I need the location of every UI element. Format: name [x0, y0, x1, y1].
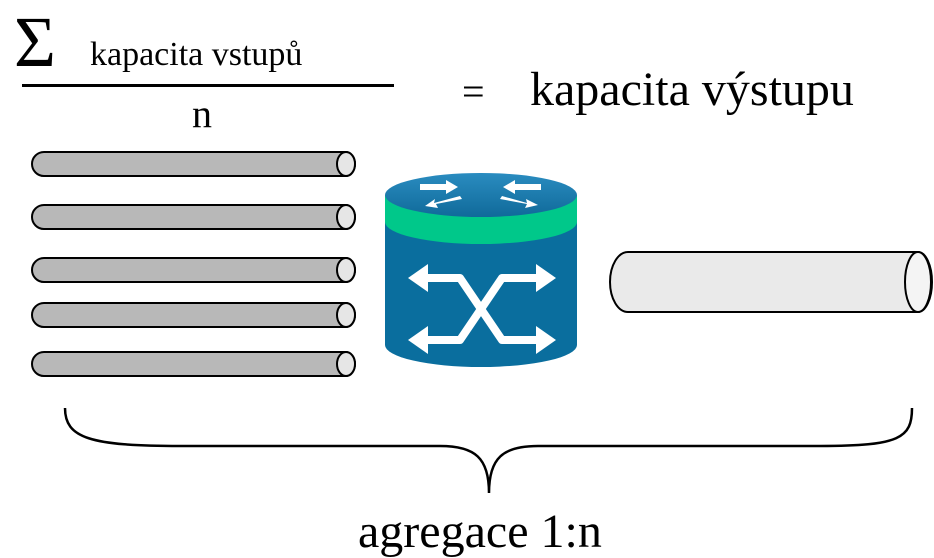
diagram-caption: agregace 1:n	[358, 505, 602, 558]
pipe-icon	[31, 351, 356, 377]
output-pipe-icon	[609, 251, 933, 313]
pipe-icon	[31, 257, 356, 283]
router-body-arrows-icon	[418, 274, 540, 344]
pipe-icon	[31, 302, 356, 328]
sigma-symbol: Σ	[14, 2, 56, 82]
formula-numerator: kapacita vstupů	[90, 36, 303, 73]
fraction-line	[22, 84, 394, 87]
pipe-icon	[31, 204, 356, 230]
formula-denominator: n	[192, 91, 212, 136]
equals-sign: =	[462, 69, 485, 114]
brace-icon	[63, 407, 914, 494]
router-icon	[385, 173, 577, 367]
formula-result: kapacita výstupu	[530, 63, 854, 116]
input-pipes	[31, 151, 356, 377]
pipe-icon	[31, 151, 356, 177]
router-top-arrows-icon	[420, 180, 541, 208]
